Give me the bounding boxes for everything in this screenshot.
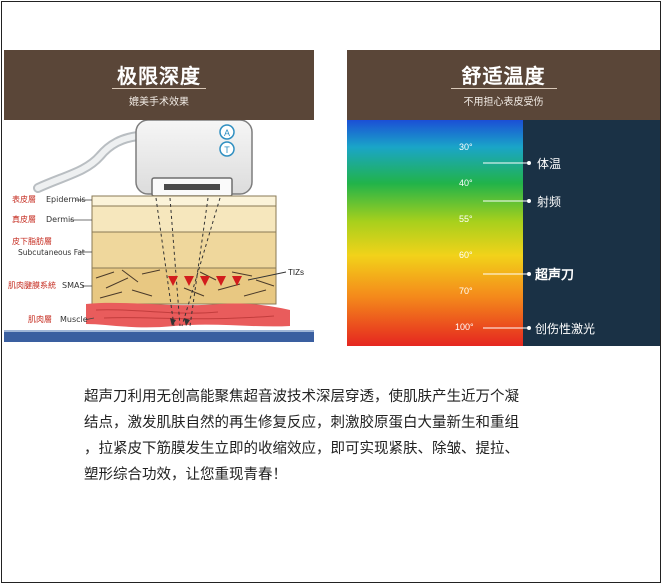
temp-40: 40°: [459, 178, 473, 188]
marker-radio-frequency: 射频: [537, 194, 561, 209]
temperature-scale: 30° 40° 55° 60° 70° 100° 体温 射频: [347, 120, 660, 346]
temp-100: 100°: [455, 322, 474, 332]
description-line: 塑形综合功效，让您重现青春！: [84, 467, 287, 483]
temperature-panel-subtitle: 不用担心表皮受伤: [463, 97, 544, 108]
description-line: 超声刀利用无创高能聚焦超音波技术深层穿透，使肌肤产生近万个凝: [84, 389, 519, 405]
marker-traumatic-laser: 创伤性激光: [535, 322, 595, 336]
tiz-pointer: [247, 271, 287, 281]
tiz-markers: [168, 276, 242, 286]
fat-layer: [91, 231, 277, 269]
dermis-label-cn: 真皮層: [12, 214, 36, 224]
smas-label-en: SMAS: [62, 281, 85, 290]
marker-lines: [483, 162, 529, 329]
description-line: 结点，激发肌肤自然的再生修复反应，刺激胶原蛋白大量新生和重组: [84, 415, 519, 431]
smas-layer: [91, 267, 277, 305]
dermis-layer: [91, 205, 277, 233]
heat-gradient-bar: [347, 120, 523, 346]
temp-70: 70°: [459, 286, 473, 296]
probe-button-a: [219, 124, 235, 140]
muscle-label-en: Muscle: [60, 315, 88, 324]
header-divider: [450, 88, 557, 89]
marker-ultrasound-knife: 超声刀: [535, 267, 574, 283]
smas-fibers: [95, 269, 275, 299]
dermis-label-en: Dermis: [46, 215, 74, 224]
temperature-panel-title: 舒适温度: [461, 64, 546, 88]
skin-layer-illustration: A T: [4, 119, 314, 342]
temp-30: 30°: [459, 142, 473, 152]
description-line: ，拉紧皮下筋膜发生立即的收缩效应，即可实现紧肤、除皱、提拉、: [84, 441, 519, 457]
tiz-label: TIZs: [288, 268, 304, 277]
temp-55: 55°: [459, 214, 473, 224]
smas-label-cn: 肌肉腱膜系統: [8, 280, 56, 290]
fat-label-cn: 皮下脂肪層: [12, 236, 52, 246]
temp-60: 60°: [459, 250, 473, 260]
temperature-gradient-graphic: 30° 40° 55° 60° 70° 100° 体温 射频: [347, 120, 660, 346]
skin-layer-diagram: A T: [4, 119, 314, 342]
base-bar: [4, 332, 314, 342]
marker-body-temp: 体温: [537, 157, 561, 171]
depth-panel-title: 极限深度: [117, 64, 201, 88]
header-divider: [112, 88, 206, 89]
focus-beam-lines: [155, 197, 221, 327]
probe-button-a-label: A: [224, 128, 230, 138]
epidermis-layer: [91, 195, 277, 207]
depth-panel: 极限深度 媲美手术效果 A T: [4, 50, 314, 342]
muscle-layer: [86, 302, 290, 328]
epidermis-label-en: Epidermis: [46, 195, 86, 204]
temperature-panel: 舒适温度 不用担心表皮受伤 30° 40°: [347, 50, 660, 346]
probe-button-t-label: T: [224, 145, 230, 155]
description-paragraph: 超声刀利用无创高能聚焦超音波技术深层穿透，使肌肤产生近万个凝 结点，激发肌肤自然…: [84, 384, 604, 488]
epidermis-label-cn: 表皮層: [12, 194, 36, 204]
probe-button-t: [219, 141, 235, 157]
temperature-panel-header: 舒适温度 不用担心表皮受伤: [347, 50, 660, 120]
depth-panel-header: 极限深度 媲美手术效果: [4, 50, 314, 120]
depth-panel-subtitle: 媲美手术效果: [129, 97, 189, 108]
marker-column: [523, 120, 660, 346]
fat-label-en: Subcutaneous Fat: [18, 248, 85, 257]
muscle-label-cn: 肌肉層: [28, 314, 52, 324]
